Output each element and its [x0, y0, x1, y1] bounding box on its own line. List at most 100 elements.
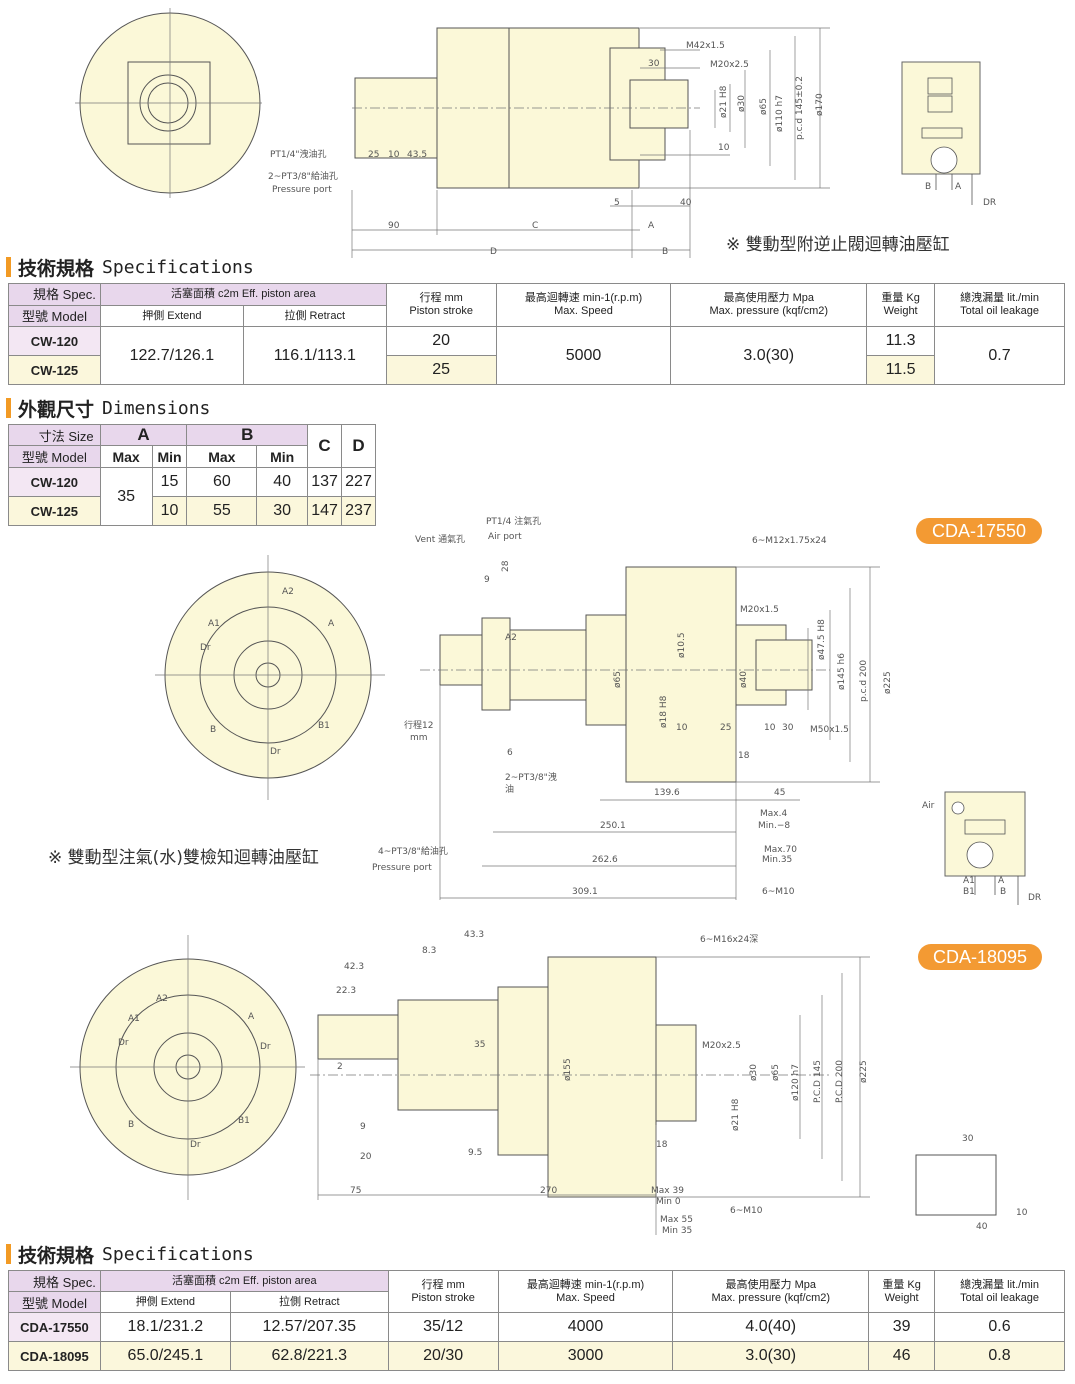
- cell-weight: 39: [868, 1312, 936, 1342]
- cda2-d270: 270: [540, 1186, 557, 1196]
- cell-c: 147: [307, 496, 343, 526]
- cell-c: 137: [307, 467, 343, 497]
- cda2-inset-10: 10: [1016, 1208, 1028, 1218]
- cda2-max39: Max 39: [651, 1186, 684, 1196]
- cda1-max4: Max.4: [760, 809, 787, 819]
- cell-model: CW-120: [8, 467, 101, 497]
- cda1-phi225: ø225: [883, 671, 893, 694]
- header-c: C: [307, 424, 343, 468]
- spec-table-cda: 規格 Spec. 活塞面積 c2m Eff. piston area 行程 mm…: [8, 1270, 1065, 1371]
- cda2-m10: 6~M10: [730, 1206, 763, 1216]
- cda1-dr: Dr: [200, 643, 211, 653]
- cell-pressure: 3.0(30): [670, 326, 868, 385]
- cda1-d28: 28: [501, 560, 511, 572]
- cda1-m20: M20x1.5: [740, 605, 779, 615]
- cell-retract: 12.57/207.35: [229, 1312, 389, 1342]
- cell-d: 237: [341, 496, 376, 526]
- cda1-hyd-b1: B1: [963, 887, 975, 897]
- cw-d90-label: 90: [388, 221, 400, 231]
- header-a-min: Min: [151, 445, 188, 468]
- cda1-pt38: 2~PT3/8"洩: [505, 771, 557, 783]
- cell-a-min: 10: [151, 496, 188, 526]
- cda2-b1: B1: [238, 1116, 250, 1126]
- section-dimensions: 外觀尺寸 Dimensions: [6, 396, 211, 421]
- cw-pressure-port-label: Pressure port: [272, 185, 332, 195]
- cda18095-drawing: 6~M16x24深 43.3 8.3 42.3 22.3 35 2 9 20 9…: [70, 930, 1028, 1236]
- section-bar: [6, 257, 11, 277]
- cell-b-max: 55: [186, 496, 258, 526]
- cda1-oil: 油: [505, 783, 514, 795]
- cda1-pport: Pressure port: [372, 863, 432, 873]
- cell-speed: 4000: [497, 1312, 674, 1342]
- header-model: 型號 Model: [8, 1291, 101, 1313]
- cell-d: 227: [341, 467, 376, 497]
- cda2-dr: Dr: [118, 1038, 129, 1048]
- header-d: D: [341, 424, 376, 468]
- cw-d10-label: 10: [388, 150, 400, 160]
- cell-leak: 0.6: [934, 1312, 1065, 1342]
- cda2-min35: Min 35: [662, 1226, 692, 1236]
- cell-stroke: 20: [385, 326, 497, 356]
- cell-stroke: 35/12: [387, 1312, 499, 1342]
- cda1-hyd-a1: A1: [963, 876, 975, 886]
- cda2-d423: 42.3: [344, 962, 364, 972]
- cda1-a2: A2: [282, 587, 294, 597]
- cell-stroke: 25: [385, 355, 497, 385]
- header-extend: 押側 Extend: [99, 1291, 231, 1313]
- cw-m42-label: M42x1.5: [686, 41, 725, 51]
- cda2-d2: 2: [337, 1062, 343, 1072]
- cda2-d9: 9: [360, 1122, 366, 1132]
- cda1-b: B: [210, 725, 216, 735]
- section-specifications-2: 技術規格 Specifications: [6, 1242, 254, 1267]
- cda1-phi18: ø18 H8: [659, 695, 669, 728]
- cell-pressure: 3.0(30): [672, 1341, 870, 1371]
- cell-weight: 11.5: [866, 355, 936, 385]
- cda2-min0: Min 0: [656, 1197, 681, 1207]
- cell-model: CW-125: [8, 496, 101, 526]
- cell-leak: 0.7: [934, 326, 1065, 385]
- cw-hyd-a: A: [955, 182, 962, 192]
- cda1-d1396: 139.6: [654, 788, 680, 798]
- cda1-hyd-b: B: [1000, 887, 1006, 897]
- header-a-max: Max: [99, 445, 153, 468]
- cda1-air: Air port: [488, 532, 522, 542]
- section-title-en: Dimensions: [102, 397, 211, 419]
- cell-extend: 18.1/231.2: [99, 1312, 231, 1342]
- cda1-d2501: 250.1: [600, 821, 626, 831]
- cda2-b: B: [128, 1120, 134, 1130]
- header-b: B: [186, 424, 309, 446]
- cda1-phi105: ø10.5: [677, 632, 687, 658]
- cw-pt14-label: PT1/4"洩油孔: [270, 148, 327, 160]
- cw-d10b-label: 10: [718, 143, 730, 153]
- cda1-d10b: 10: [764, 723, 776, 733]
- cda2-pcd145: P.C.D 145: [813, 1060, 823, 1103]
- cw-phi65-label: ø65: [759, 98, 769, 115]
- cda1-stroke: 行程12: [404, 719, 433, 731]
- spec-table-cw: 規格 Spec. 活塞面積 c2m Eff. piston area 行程 mm…: [8, 283, 1065, 385]
- header-model: 型號 Model: [8, 445, 101, 468]
- header-size: 寸法 Size: [8, 424, 101, 446]
- cda2-d223: 22.3: [336, 986, 356, 996]
- cda2-phi21: ø21 H8: [731, 1098, 741, 1131]
- cell-extend: 122.7/126.1: [99, 326, 244, 385]
- cda1-phi475: ø47.5 H8: [817, 619, 827, 660]
- cda17550-drawing: Vent 通氣孔 PT1/4 注氣孔 Air port 6~M12x1.75x2…: [155, 515, 1041, 905]
- cda1-min35: Min.35: [762, 855, 792, 865]
- cda1-d10: 10: [676, 723, 688, 733]
- cell-weight: 11.3: [866, 326, 936, 356]
- dimensions-table: 寸法 Size A B C D 型號 Model Max Min Max Min…: [8, 424, 376, 526]
- header-b-max: Max: [186, 445, 258, 468]
- cell-extend: 65.0/245.1: [99, 1341, 231, 1371]
- cell-retract: 116.1/113.1: [242, 326, 387, 385]
- cda2-dr2: Dr: [260, 1042, 271, 1052]
- cda2-inset-40: 40: [976, 1222, 988, 1232]
- cw-d40-label: 40: [680, 198, 692, 208]
- cw-pcd145-label: p.c.d 145±0.2: [795, 76, 805, 140]
- cw-d5-label: 5: [614, 198, 620, 208]
- cda1-b1: B1: [318, 721, 330, 731]
- cell-speed: 5000: [495, 326, 672, 385]
- cda2-d35: 35: [474, 1040, 485, 1050]
